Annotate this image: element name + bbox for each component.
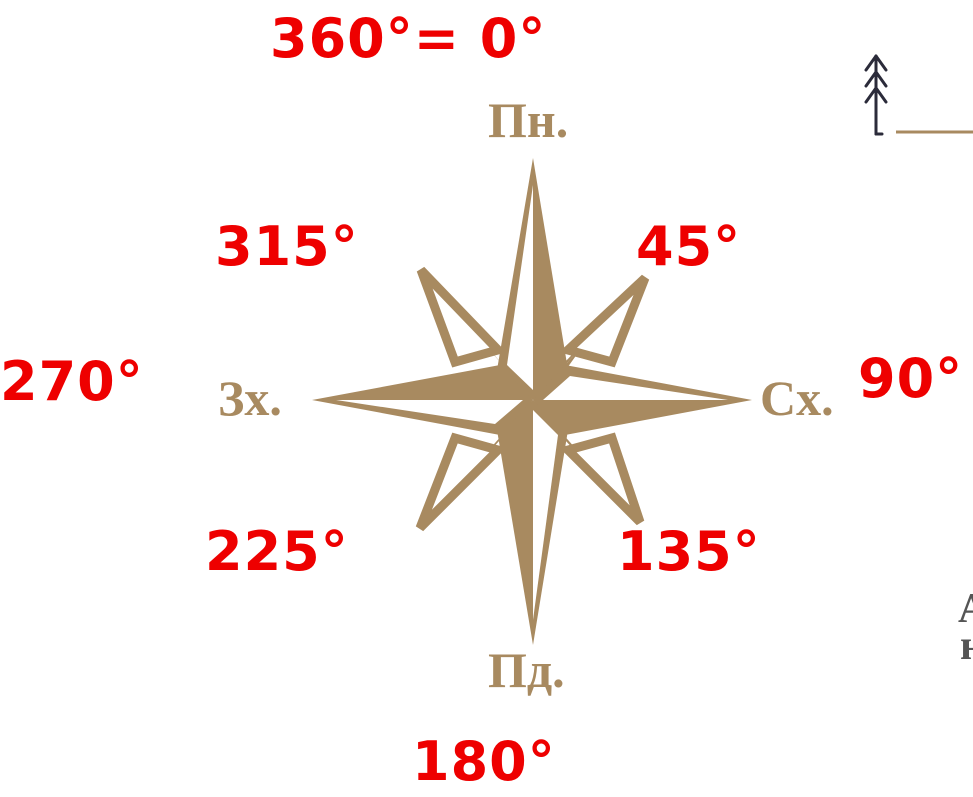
cardinal-points	[312, 158, 752, 645]
south-point-light	[533, 410, 558, 620]
west-point-top	[312, 365, 533, 400]
north-point-light	[507, 185, 533, 390]
degree-label-northeast: 45°	[636, 215, 742, 278]
degree-label-north: 360°= 0°	[270, 7, 547, 70]
degree-label-east: 90°	[858, 347, 964, 410]
intercardinal-outlines	[415, 266, 650, 532]
direction-label-south: Пд.	[488, 642, 565, 698]
direction-label-east: Сх.	[760, 370, 834, 426]
degree-label-southwest: 225°	[205, 520, 349, 583]
west-point-light	[336, 400, 523, 424]
north-point-right	[533, 158, 568, 400]
degree-label-west: 270°	[0, 350, 144, 413]
direction-label-north: Пн.	[488, 92, 569, 148]
direction-label-west: Зх.	[218, 370, 282, 426]
tree-icon	[864, 54, 973, 136]
degree-label-south: 180°	[412, 730, 556, 793]
degree-label-northwest: 315°	[215, 215, 359, 278]
south-point-left	[497, 400, 533, 645]
right-edge-fragment-1: А	[958, 588, 973, 630]
east-point-light	[543, 376, 728, 400]
east-point-bottom	[533, 400, 752, 435]
degree-label-southeast: 135°	[617, 520, 761, 583]
right-edge-fragment-2: н	[960, 623, 973, 669]
